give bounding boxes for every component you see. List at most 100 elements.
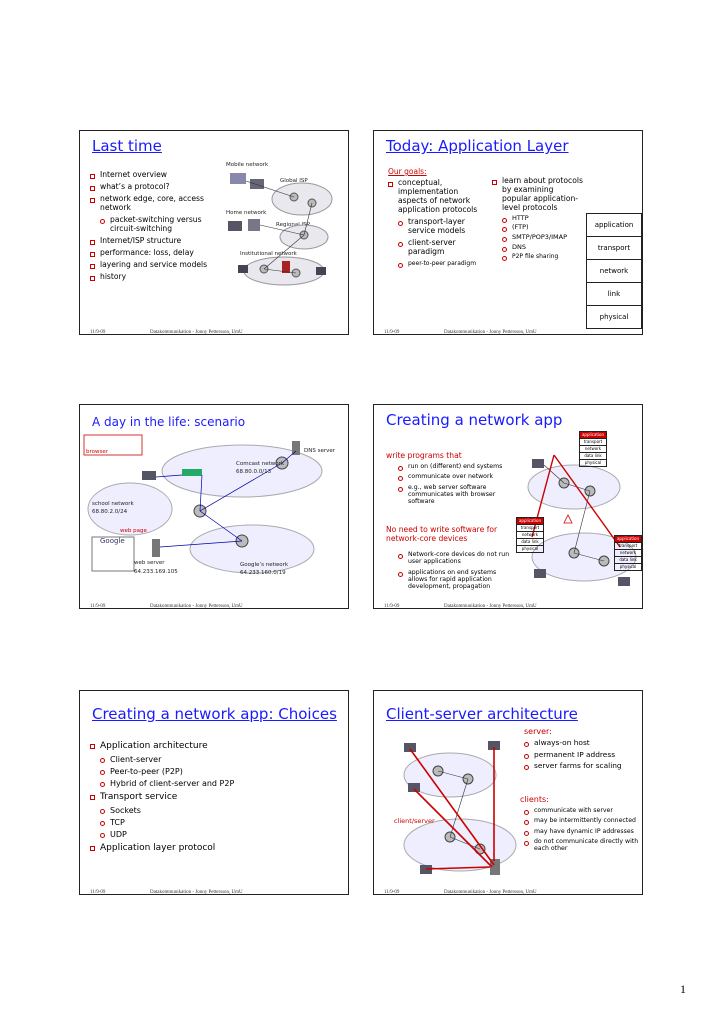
choices-list: Application architecture Client-server P… [90,741,330,853]
footer-date: 11/9-09 [384,330,400,335]
list-item: SMTP/POP3/IMAP [492,233,584,242]
footer-course: Datakommunikation - Jonny Pettersson, Um… [150,604,243,609]
heading-no-need: No need to write software for network-co… [386,525,498,544]
list-item: Network-core devices do not run user app… [388,551,510,566]
list-item: communicate with server [514,807,642,816]
label-global: Global ISP [280,178,308,184]
list-item: do not communicate directly with each ot… [514,838,642,853]
footer-course: Datakommunikation - Jonny Pettersson, Um… [150,890,243,895]
list-item: TCP [90,818,330,827]
list-item: packet-switching versus circuit-switchin… [90,215,230,234]
label-browser: browser [86,449,109,455]
layer-network: network [517,532,543,539]
label-school-ip: 68.80.2.0/24 [92,509,128,515]
list-item: server farms for scaling [514,762,642,771]
slide-title: Last time [92,137,162,155]
list-item: Application architecture [90,741,330,752]
list-item: HTTP [492,214,584,223]
list-item: Hybrid of client-server and P2P [90,779,330,788]
list-item: run on (different) end systems [388,463,508,472]
layer-data-link: data link [580,453,606,460]
label-institutional: Institutional network [240,251,297,257]
list-item: transport-layer service models [388,217,488,236]
list-item: Sockets [90,806,330,815]
label-google-ip: 64.233.160.0/19 [240,570,286,576]
list-item: client-server paradigm [388,238,488,257]
footer-course: Datakommunikation - Jonny Pettersson, Um… [444,330,537,335]
list-item: performance: loss, delay [90,248,230,258]
label-webpage: web page [120,528,147,534]
goals-left: conceptual, implementation aspects of ne… [388,178,488,268]
list-item: UDP [90,830,330,839]
clients-heading: clients: [520,795,549,804]
list-item: network edge, core, access network [90,194,230,213]
server-list: always-on host permanent IP address serv… [514,738,642,771]
mini-stack-left: application transport network data link … [516,517,544,553]
list-item: permanent IP address [514,750,642,760]
layer-transport: transport [517,525,543,532]
label-comcast-ip: 68.80.0.0/13 [236,469,272,475]
list-item: e.g., web server software communicates w… [388,484,508,506]
label-webserver: web server [134,560,165,566]
list-item: what’s a protocol? [90,182,230,192]
layer-application: application [615,536,641,543]
layer-data-link: data link [615,557,641,564]
layer-application: application [580,432,606,439]
list-item: Peer-to-peer (P2P) [90,767,330,776]
slide-day-in-life: A day in the life: scenario browser DNS … [79,404,349,609]
goals-right: learn about protocols by examining popul… [492,176,584,262]
list-item: Client-server [90,755,330,764]
list-item: layering and service models [90,260,230,270]
list-item: learn about protocols by examining popul… [492,176,584,213]
network-diagram [527,454,637,586]
list-item: Internet/ISP structure [90,236,230,246]
slide-creating-app: Creating a network app write programs th… [373,404,643,609]
footer-date: 11/9-09 [90,890,106,895]
slide-choices: Creating a network app: Choices Applicat… [79,690,349,895]
layer-physical: physical [619,564,637,569]
mini-stack-top: application transport network data link … [579,431,607,467]
label-mobile: Mobile network [226,162,269,168]
goals-heading: Our goals: [388,167,427,176]
label-regional: Regional ISP [276,222,310,228]
layer-physical: physical [521,546,539,551]
slide-last-time: Last time Internet overview what’s a pro… [79,130,349,335]
list-item: Application layer protocol [90,843,330,854]
layer-transport: transport [580,439,606,446]
scenario-diagram [83,434,323,574]
label-client-server: client/server [394,817,435,825]
footer-date: 11/9-09 [90,604,106,609]
core-list: Network-core devices do not run user app… [388,551,510,591]
layer-network: network [580,446,606,453]
label-dns: DNS server [304,448,335,454]
protocol-stack: application transport network link physi… [586,213,642,329]
label-google-net: Google’s network [240,562,289,568]
list-item: always-on host [514,738,642,748]
footer-date: 11/9-09 [384,890,400,895]
list-item: DNS [492,243,584,252]
layer-application: application [587,214,641,237]
list-item: may have dynamic IP addresses [514,828,642,836]
bullet-list: Internet overview what’s a protocol? net… [90,170,230,282]
layer-application: application [517,518,543,525]
list-item: communicate over network [388,473,508,482]
layer-network: network [615,550,641,557]
write-list: run on (different) end systems communica… [388,463,508,506]
slide-title: A day in the life: scenario [92,415,246,429]
label-comcast: Comcast network [236,461,285,467]
mini-stack-right: application transport network data link … [614,535,642,571]
layer-transport: transport [587,237,641,260]
layer-physical: physical [584,460,602,465]
heading-write-programs: write programs that [386,451,462,460]
footer-course: Datakommunikation - Jonny Pettersson, Um… [150,330,243,335]
footer-course: Datakommunikation - Jonny Pettersson, Um… [444,890,537,895]
layer-link: link [587,283,641,306]
footer-date: 11/9-09 [90,330,106,335]
footer-course: Datakommunikation - Jonny Pettersson, Um… [444,604,537,609]
list-item: P2P file sharing [492,253,584,262]
list-item: may be intermittently connected [514,817,642,826]
label-webserver-ip: 64.233.169.105 [134,569,178,575]
slide-today: Today: Application Layer Our goals: conc… [373,130,643,335]
layer-transport: transport [615,543,641,550]
list-item: history [90,272,230,282]
